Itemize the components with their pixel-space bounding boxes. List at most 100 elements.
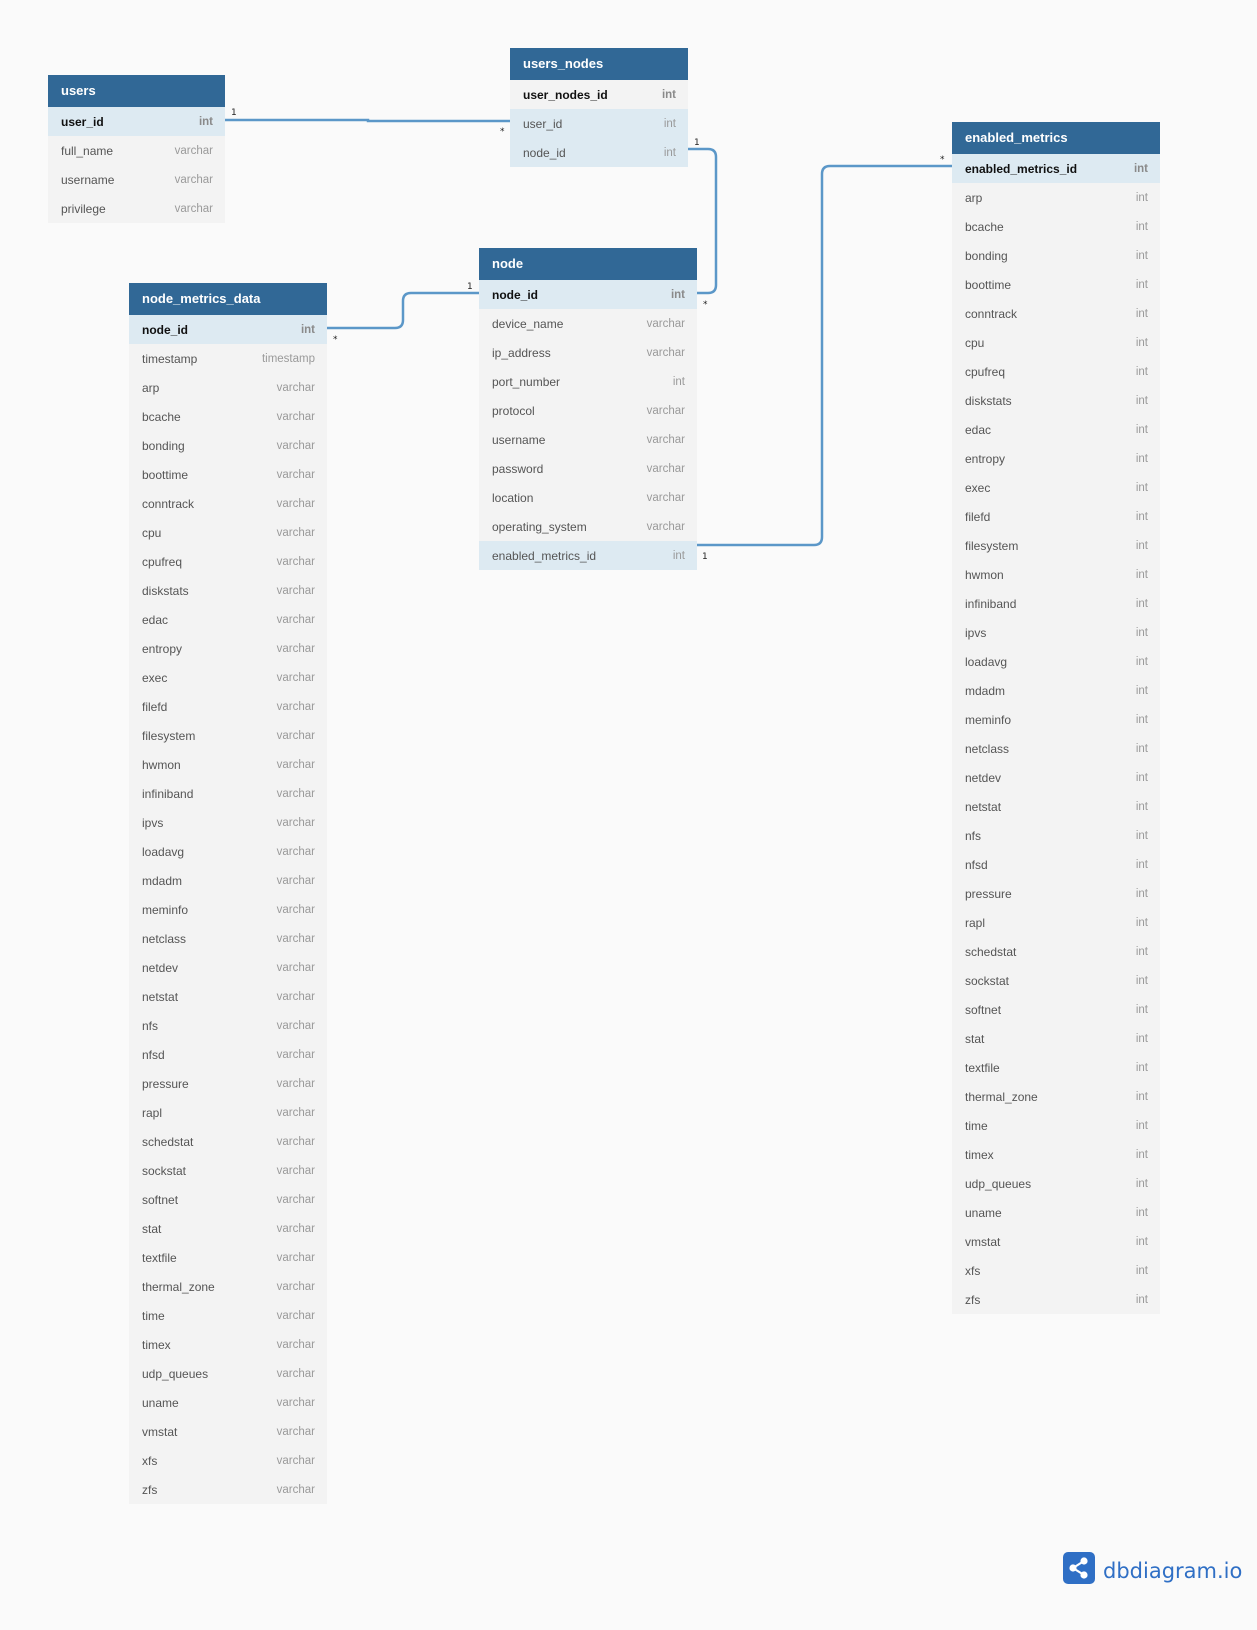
table-header[interactable]: users_nodes: [510, 48, 688, 80]
table-header[interactable]: users: [48, 75, 225, 107]
relationship-node-enabled_metrics[interactable]: [697, 164, 952, 547]
table-header[interactable]: enabled_metrics: [952, 122, 1160, 154]
table-header[interactable]: node: [479, 248, 697, 280]
dbdiagram-logo[interactable]: dbdiagram.io: [1063, 1552, 1242, 1589]
relationship-users-users_nodes[interactable]: [225, 118, 510, 123]
relationship-node-node_metrics_data[interactable]: [327, 291, 479, 330]
